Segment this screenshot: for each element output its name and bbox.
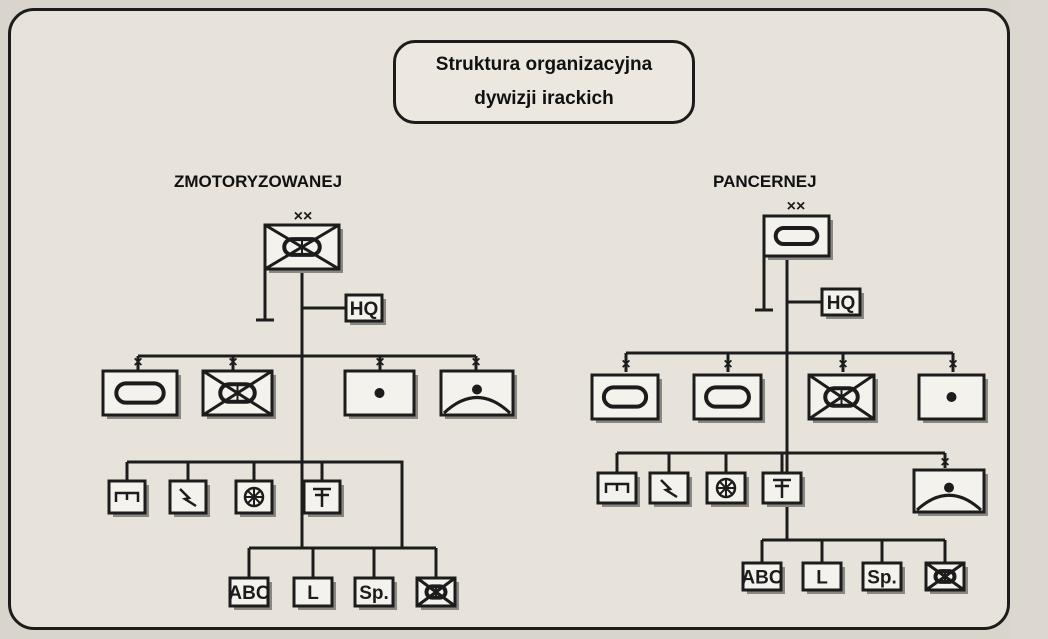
left-mechanized-brigade: [201, 369, 276, 419]
right-hq-box-label: HQ: [827, 293, 856, 314]
right-brigade-echelon-1: ×: [621, 356, 630, 373]
right-division-echelon: ××: [787, 198, 806, 215]
right-chemical-unit: ABC: [741, 561, 785, 594]
right-logistics-unit: L: [801, 561, 845, 594]
left-logistics-unit-label: L: [307, 583, 319, 604]
right-maintenance-unit: [761, 471, 805, 507]
right-signal-unit: [648, 471, 692, 507]
right-logistics-unit-label: L: [816, 568, 828, 589]
left-division-flag: [263, 223, 343, 273]
left-artillery-brigade: [343, 369, 418, 419]
left-chemical-unit-label: ABC: [228, 583, 269, 604]
right-mech-inf-company: [924, 561, 968, 594]
right-artillery-brigade-2: [912, 468, 988, 516]
right-armored-brigade-1: [590, 373, 662, 423]
right-chemical-unit-label: ABC: [741, 568, 782, 589]
left-engineer-unit: [107, 479, 149, 517]
left-brigade-echelon-2: ×: [228, 354, 237, 371]
left-armored-brigade: [101, 369, 181, 419]
right-hq-box: HQ: [820, 287, 864, 319]
left-maintenance-unit: [302, 479, 344, 517]
right-medical-unit: [705, 471, 749, 507]
left-medical-unit: [234, 479, 276, 517]
left-hq-box: HQ: [344, 293, 386, 325]
right-brigade-echelon-2: ×: [723, 356, 732, 373]
right-engineer-unit: [596, 471, 640, 507]
left-hq-box-label: HQ: [350, 299, 379, 320]
left-signal-unit: [168, 479, 210, 517]
page-edge-strip: [1010, 0, 1048, 639]
left-brigade-echelon-4: ×: [471, 354, 480, 371]
motorized-division-title: ZMOTORYZOWANEJ: [174, 172, 343, 191]
left-special-unit: Sp.: [353, 576, 397, 610]
title-line-1: Struktura organizacyjna: [435, 54, 653, 75]
left-lower-bus: [249, 460, 404, 550]
left-brigade-echelon-3: ×: [375, 354, 384, 371]
title-line-2: dywizji irackich: [474, 88, 614, 109]
right-brigade-echelon-4: ×: [948, 356, 957, 373]
right-brigade-echelon-3: ×: [838, 356, 847, 373]
left-mech-inf-company: [415, 576, 459, 610]
left-brigade-echelon-1: ×: [133, 354, 142, 371]
right-division-flag: [762, 214, 833, 260]
right-artillery-brigade: [917, 373, 988, 423]
armored-division-title: PANCERNEJ: [713, 172, 817, 191]
left-division-echelon: ××: [294, 208, 313, 225]
left-special-unit-label: Sp.: [359, 583, 389, 604]
right-special-unit-label: Sp.: [867, 568, 897, 589]
right-artillery-echelon: ×: [940, 454, 949, 471]
right-special-unit: Sp.: [861, 561, 905, 594]
left-logistics-unit: L: [292, 576, 336, 610]
title-box: Struktura organizacyjna dywizji irackich: [393, 40, 695, 124]
right-mechanized-brigade: [807, 373, 878, 423]
right-armored-brigade-2: [692, 373, 765, 423]
left-chemical-unit: ABC: [228, 576, 272, 610]
left-artillery-brigade-2: [439, 369, 517, 419]
